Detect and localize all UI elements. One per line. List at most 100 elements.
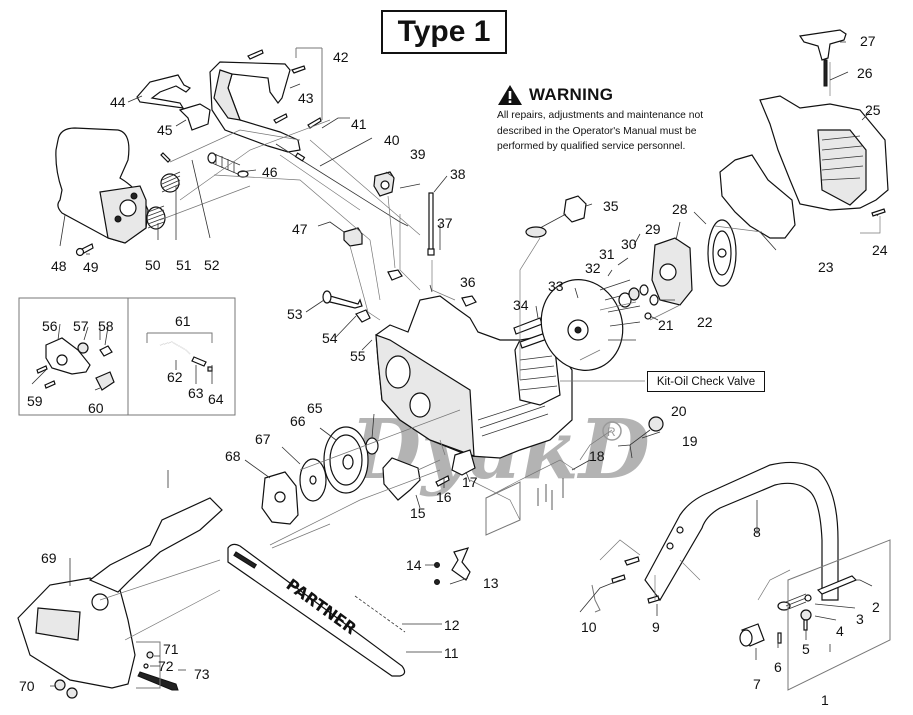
svg-text:R: R [607, 425, 616, 439]
pump-port [56, 354, 68, 366]
part-17-bracket[interactable] [451, 449, 476, 476]
part-59-screw[interactable] [44, 380, 56, 389]
flywheel-group [525, 195, 737, 382]
callout-19: 19 [682, 433, 698, 449]
kit-oil-check-valve-callout: Kit-Oil Check Valve [647, 371, 765, 392]
bracket-61 [146, 332, 213, 343]
part-42-screw[interactable] [307, 117, 322, 129]
clutch-hub [274, 491, 286, 503]
callout-9: 9 [652, 619, 660, 635]
part-36-damper[interactable] [387, 269, 403, 281]
part-54-clip[interactable] [355, 309, 371, 323]
callout-17: 17 [462, 474, 478, 490]
part-72-washer[interactable] [143, 663, 149, 669]
callout-5: 5 [802, 641, 810, 657]
part-64-filter[interactable] [207, 366, 213, 372]
part-10-bolt[interactable] [624, 556, 640, 566]
part-58-clip[interactable] [99, 345, 113, 357]
part-59-screw[interactable] [36, 365, 48, 374]
part-13-bracket[interactable] [451, 547, 471, 581]
part-14-screw[interactable] [434, 579, 440, 585]
callout-28: 28 [672, 201, 688, 217]
part-70-nut[interactable] [66, 687, 78, 699]
starter-fan-blades [817, 129, 867, 206]
crankcase-cylinder-fins [514, 334, 561, 406]
callout-46: 46 [262, 164, 278, 180]
part-69-brake-lever[interactable] [88, 497, 223, 593]
part-66-clutch-drum[interactable] [323, 426, 369, 494]
part-22-washer[interactable] [649, 294, 659, 306]
part-37-sleeve[interactable] [427, 248, 435, 256]
callout-44: 44 [110, 94, 126, 110]
part-46-spring[interactable] [207, 152, 249, 178]
part-30-washer[interactable] [639, 284, 649, 296]
part-51-spring[interactable] [160, 171, 181, 193]
part-21-clip[interactable] [644, 312, 652, 320]
callout-55: 55 [350, 348, 366, 364]
part-45-trigger[interactable] [178, 103, 211, 131]
callout-10: 10 [581, 619, 597, 635]
handle-hole [666, 542, 674, 550]
callout-31: 31 [599, 246, 615, 262]
part-57-gear[interactable] [77, 342, 89, 354]
part-14-screw[interactable] [434, 562, 440, 568]
part-26-starter-rope[interactable] [823, 59, 828, 87]
part-11-guide-bar[interactable]: PARTNER [227, 543, 406, 677]
inset-box-61-64 [127, 297, 236, 416]
part-60-seal[interactable] [95, 371, 115, 391]
part-18-pins[interactable] [537, 478, 564, 510]
part-52-screw[interactable] [160, 152, 171, 163]
callout-61: 61 [175, 313, 191, 329]
part-47-stop-switch[interactable] [343, 227, 363, 247]
part-8-front-handle[interactable] [644, 461, 839, 602]
part-35-oil-cap[interactable] [563, 195, 587, 223]
part-63-hose[interactable] [191, 356, 207, 367]
part-31-nut[interactable] [628, 287, 640, 301]
part-19-check-valve[interactable] [617, 416, 664, 459]
part-3-spring[interactable] [777, 593, 812, 611]
callout-59: 59 [27, 393, 43, 409]
part-27-starter-grip[interactable] [798, 29, 847, 61]
part-28-pulley[interactable] [707, 219, 737, 287]
bracket-42 [295, 47, 323, 120]
part-6-screw[interactable] [777, 632, 782, 644]
part-70-nut[interactable] [54, 679, 66, 691]
part-42-screw[interactable] [247, 49, 264, 60]
callout-49: 49 [83, 259, 99, 275]
part-71-nut[interactable] [146, 651, 154, 659]
part-73-screw[interactable] [137, 671, 179, 691]
callout-67: 67 [255, 431, 271, 447]
part-5-screw[interactable] [803, 619, 808, 631]
part-40-throttle-cable[interactable] [275, 143, 409, 227]
part-36-damper[interactable] [461, 295, 477, 307]
part-65-washer[interactable] [365, 437, 379, 455]
callout-47: 47 [292, 221, 308, 237]
warning-line: described in the Operator's Manual must … [497, 125, 697, 137]
sleeve-end [739, 629, 753, 647]
part-23-shroud[interactable] [719, 154, 796, 239]
callout-43: 43 [298, 90, 314, 106]
part-33-flywheel[interactable] [529, 268, 641, 382]
part-42-screw[interactable] [291, 65, 306, 74]
part-43-screw[interactable] [273, 113, 288, 124]
callout-63: 63 [188, 385, 204, 401]
part-4-washer[interactable] [800, 609, 812, 621]
warning-heading: WARNING [497, 84, 717, 106]
part-38-pin[interactable] [428, 192, 434, 254]
callout-23: 23 [818, 259, 834, 275]
part-9-bolt[interactable] [647, 595, 660, 604]
crankcase[interactable] [375, 295, 573, 476]
part-44-lever[interactable] [136, 74, 192, 109]
callout-3: 3 [856, 611, 864, 627]
part-10-bolt[interactable] [611, 574, 626, 584]
part-12-chain[interactable] [354, 595, 406, 633]
part-24-screw[interactable] [871, 208, 886, 217]
callout-22: 22 [697, 314, 713, 330]
part-50-spring[interactable] [146, 205, 166, 230]
warning-notice: WARNING All repairs, adjustments and mai… [497, 84, 717, 155]
handle-hole [676, 526, 684, 534]
part-34-stud[interactable] [513, 317, 543, 335]
part-15-guide-plate[interactable] [382, 457, 421, 501]
callout-57: 57 [73, 318, 89, 334]
part-56-oil-pump[interactable] [45, 337, 91, 375]
